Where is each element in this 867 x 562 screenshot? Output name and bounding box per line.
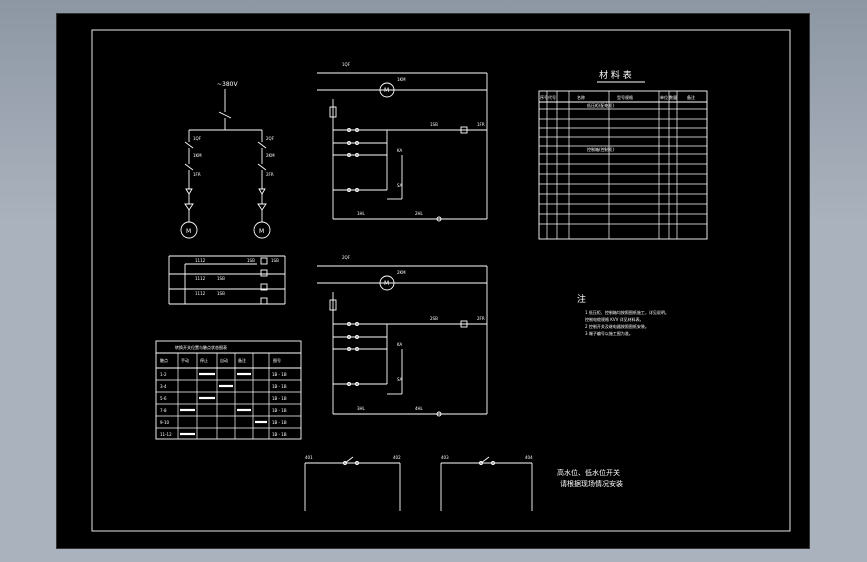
svg-text:1112: 1112 [195,291,206,296]
note-line: 控制电缆规格 KVV 详见材料表。 [585,316,644,322]
svg-text:备注: 备注 [687,94,695,100]
svg-text:SA: SA [397,377,403,382]
svg-text:KA: KA [397,342,403,347]
power-circuit: ~380V M M 1QF 1KM 1FR 2QF 2KM 2FR [180,81,275,239]
svg-text:M: M [384,87,389,94]
note-line: 1 低压柜、控制箱均按照图纸施工，详见说明。 [585,309,669,315]
svg-text:1SB: 1SB [217,291,225,296]
wire-label: 2QF [266,136,275,141]
supply-label: ~380V [217,81,238,88]
notes: 注 1 低压柜、控制箱均按照图纸施工，详见说明。 控制电缆规格 KVV 详见材料… [577,293,669,336]
wire-label: 1FR [193,172,201,177]
table-row: 7-8 1B - 1B [160,408,287,413]
table-header: 手动 [181,357,189,363]
svg-text:KA: KA [397,148,403,153]
svg-text:型号规格: 型号规格 [617,94,633,100]
bottom-label: 403 [441,455,449,460]
svg-text:1B - 1B: 1B - 1B [272,396,287,401]
left-table-title: 转换开关位置与触点状态图表 [175,344,227,350]
table-row: 5-6 1B - 1B [160,396,287,401]
table-header: 备注 [238,357,246,363]
wire-label: 1KM [193,153,202,158]
svg-text:名称: 名称 [577,94,585,100]
bottom-circuits: 401 402 403 404 高水位、低水位开关 请根据现场情况安装 [304,455,623,511]
material-schedule-title: 材 料 表 [599,69,632,81]
control-circuit-1: M 1QF 1KM 1SB 1FR KA SA 1HL 2HL [317,62,488,222]
motor-1-icon [180,221,198,239]
svg-text:1112: 1112 [195,258,206,263]
table-row: 3-4 1B - 1B [160,384,287,389]
svg-text:数量: 数量 [669,94,677,100]
svg-text:2SB: 2SB [430,316,438,321]
relay-rungs: 1112 1SB 1112 1SB 1112 1SB 1SB [168,255,286,305]
material-schedule: 材 料 表 序号 代号 名称 型号规格 单位 数量 备注 低压柜(配电柜) 控制… [538,69,708,240]
svg-text:1SB: 1SB [247,258,255,263]
table-header: 停止 [200,357,208,363]
svg-text:4HL: 4HL [415,406,424,411]
svg-text:M: M [384,280,389,287]
svg-text:1112: 1112 [195,276,206,281]
svg-text:1B - 1B: 1B - 1B [272,372,287,377]
motor-1-label: M [186,228,191,235]
svg-text:2FR: 2FR [477,316,485,321]
svg-text:1B - 1B: 1B - 1B [272,408,287,413]
svg-text:2HL: 2HL [415,211,424,216]
schematic-drawing: ~380V M M 1QF 1KM 1FR 2QF 2KM 2FR [91,29,791,532]
svg-text:1B - 1B: 1B - 1B [272,432,287,437]
note-line: 3 端子编号以施工图为准。 [585,330,633,336]
svg-text:1KM: 1KM [397,77,406,82]
svg-text:5-6: 5-6 [160,396,167,401]
svg-text:单位: 单位 [660,94,668,100]
wire-label: 2FR [266,172,274,177]
svg-text:1SB: 1SB [217,276,225,281]
svg-text:1-2: 1-2 [160,372,167,377]
svg-text:低压柜(配电柜): 低压柜(配电柜) [587,102,615,108]
bottom-label: 402 [393,455,401,460]
bottom-label: 401 [305,455,313,460]
note-heading: 注 [577,293,586,305]
svg-text:11-12: 11-12 [160,432,172,437]
wire-label: 1QF [193,136,202,141]
svg-text:1FR: 1FR [477,122,485,127]
wire-label: 2KM [266,153,275,158]
svg-text:1SB: 1SB [430,122,438,127]
switch-position-table: 转换开关位置与触点状态图表 触点 手动 停止 自动 备注 图号 1-2 1B - … [155,340,302,440]
svg-text:7-8: 7-8 [160,408,167,413]
svg-text:1HL: 1HL [357,211,366,216]
table-row: 1-2 1B - 1B [160,372,287,377]
table-header: 触点 [160,357,168,363]
svg-text:控制箱(控制柜): 控制箱(控制柜) [587,146,615,152]
table-header: 图号 [273,357,281,363]
bottom-note-1: 高水位、低水位开关 [557,468,620,477]
table-header: 自动 [220,357,228,363]
svg-text:3-4: 3-4 [160,384,167,389]
control-circuit-2: M 2QF 2KM 2SB 2FR KA SA 3HL 4HL [317,255,488,417]
inner-border [91,29,791,532]
svg-text:2QF: 2QF [342,255,351,260]
motor-2-label: M [259,228,264,235]
svg-text:1B - 1B: 1B - 1B [272,420,287,425]
svg-text:SA: SA [397,183,403,188]
table-row: 9-10 1B - 1B [160,420,287,425]
svg-text:2KM: 2KM [397,270,406,275]
drawing-sheet: ~380V M M 1QF 1KM 1FR 2QF 2KM 2FR [57,14,809,548]
note-line: 2 控制开关及继电器按照图纸安装。 [585,323,649,329]
svg-text:1B - 1B: 1B - 1B [272,384,287,389]
svg-text:序号: 序号 [540,94,548,100]
svg-text:1QF: 1QF [342,62,351,67]
svg-text:9-10: 9-10 [160,420,170,425]
svg-text:3HL: 3HL [357,406,366,411]
svg-text:代号: 代号 [548,94,556,100]
table-row: 11-12 1B - 1B [160,432,287,437]
motor-2-icon [253,221,271,239]
bottom-label: 404 [525,455,533,460]
bottom-note-2: 请根据现场情况安装 [560,479,623,488]
svg-text:1SB: 1SB [271,258,279,263]
